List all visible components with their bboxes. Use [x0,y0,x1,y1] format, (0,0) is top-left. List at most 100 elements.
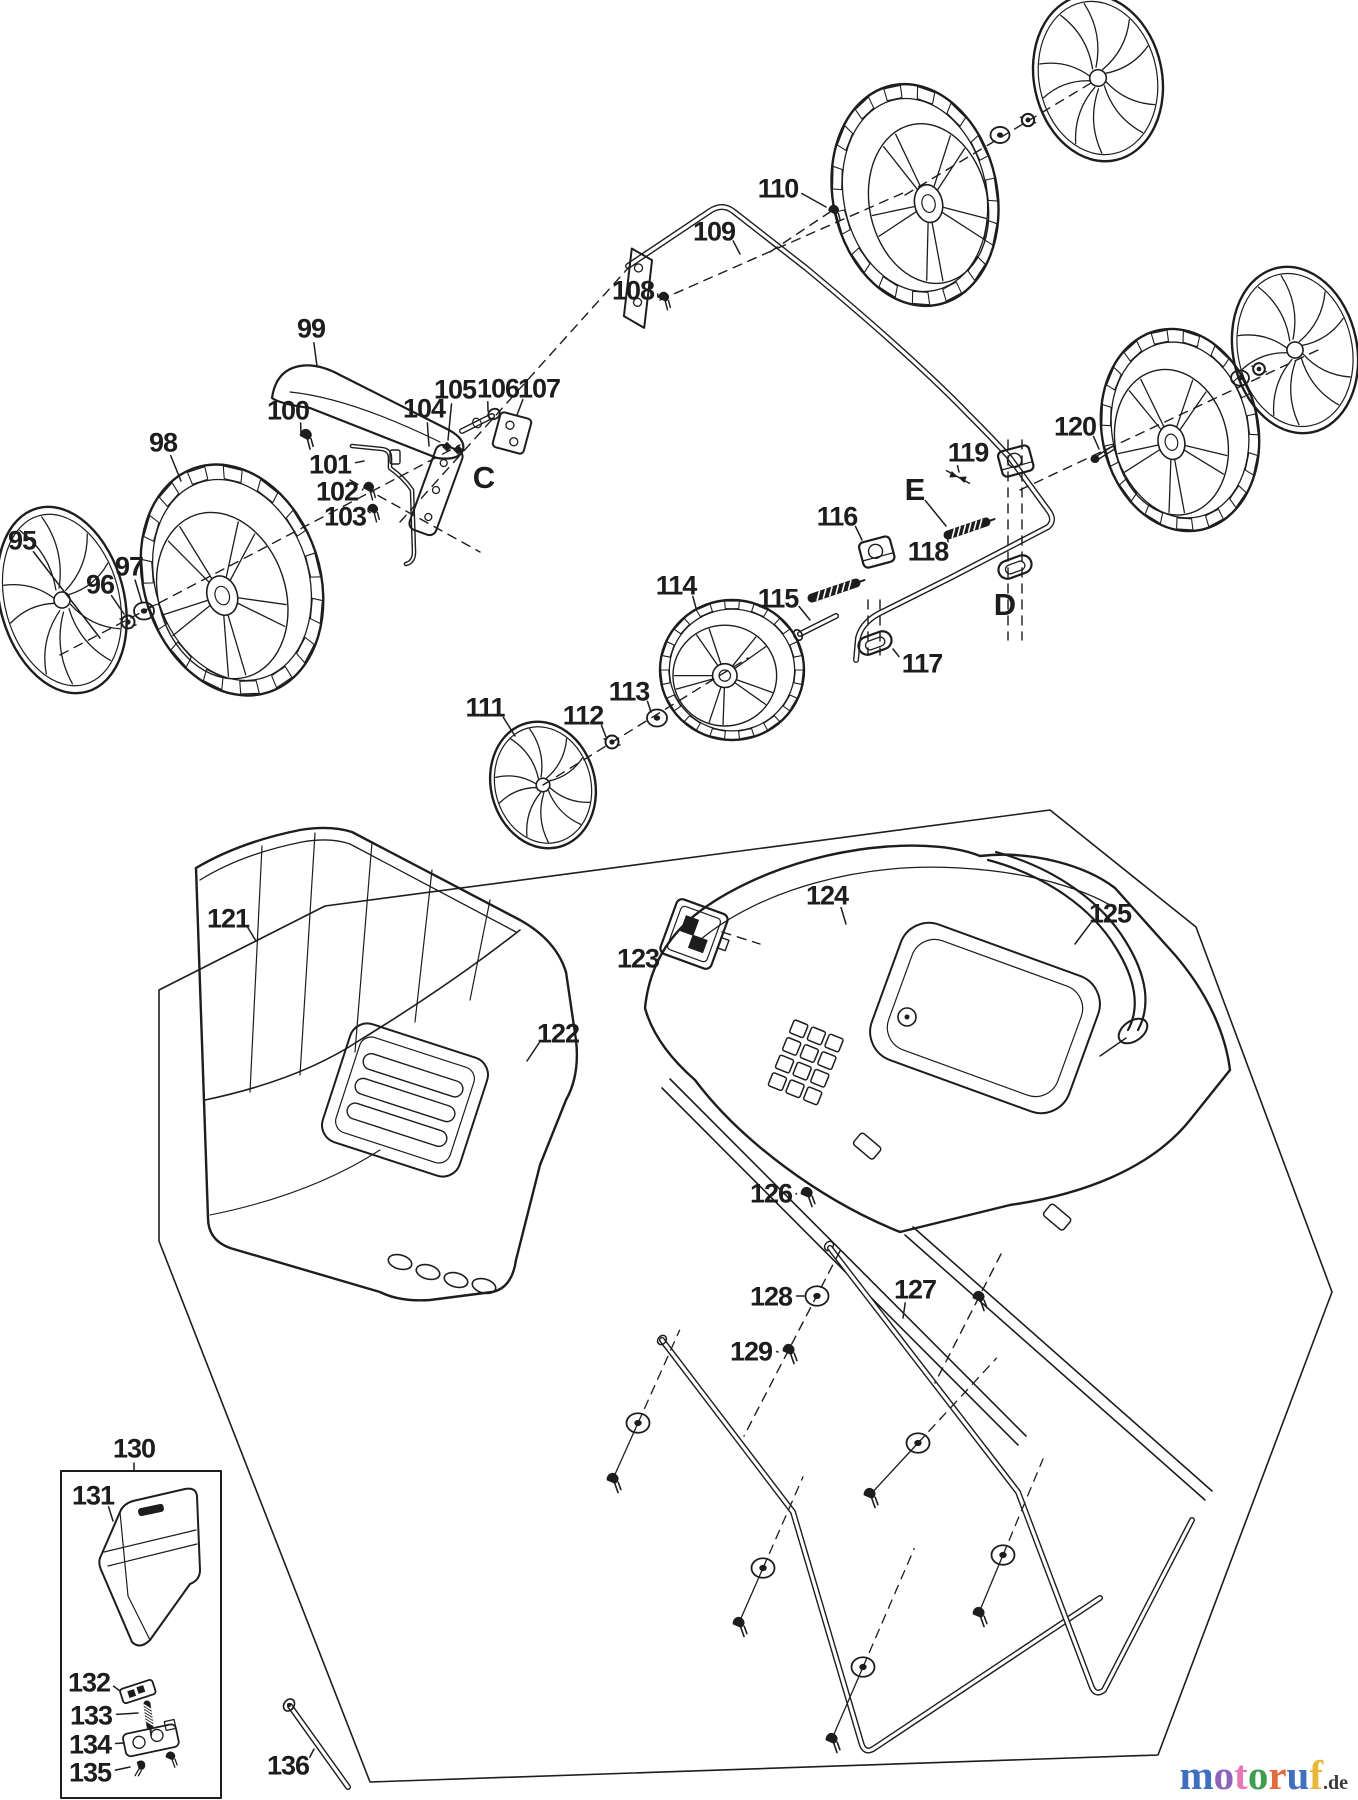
part-label-118: 118 [908,537,950,567]
part-label-134: 134 [69,1730,112,1760]
nut-hardware [1251,362,1267,376]
rod-136-drawing [282,1698,351,1790]
screw-hardware [782,1343,798,1365]
screw-hardware [800,1186,816,1208]
spring-hardware [807,578,866,603]
part-label-124: 124 [806,881,849,911]
spring-hardware [143,1700,154,1736]
part-label-108: 108 [612,276,655,306]
screw-hardware [825,1732,841,1754]
part-label-127: 127 [894,1275,936,1305]
logo-letter: f [1309,1752,1323,1798]
grass-bag-drawing [194,826,579,1302]
logo-letter: t [1234,1752,1248,1798]
part-label-95: 95 [8,526,37,556]
part-label-128: 128 [750,1282,793,1312]
motoruf-logo[interactable]: motoruf.de [1180,1755,1348,1796]
pin-119-hardware [945,469,971,485]
part-label-100: 100 [267,396,309,426]
part-label-110: 110 [758,174,799,204]
mulch-plug-131-drawing [98,1487,201,1647]
reference-letter-E: E [905,472,926,507]
screw-hardware [658,291,672,311]
part-label-109: 109 [693,217,736,247]
part-label-101: 101 [309,450,352,480]
part-label-135: 135 [69,1758,112,1788]
part-label-122: 122 [537,1019,579,1049]
deck-keypad-drawing [767,1019,844,1106]
part-label-129: 129 [730,1337,773,1367]
wheel-top-drawing [830,82,1000,308]
label-plate-drawing [659,898,730,970]
hubcap-111-drawing [488,720,598,850]
bag-window-drawing [321,1022,489,1178]
washer-hardware [989,126,1011,144]
accessory-box-drawing [60,1470,222,1799]
wheel-114-drawing [658,598,806,742]
part-label-105: 105 [434,375,477,405]
part-label-132: 132 [68,1668,110,1698]
cable-clip-hardware [857,630,893,656]
logo-letter: o [1213,1752,1235,1798]
clamp-block-hardware [857,535,896,569]
part-label-113: 113 [609,677,651,707]
wheel-right-drawing [1099,327,1261,533]
motoruf-logo-word: motoruf [1180,1752,1323,1798]
part-label-130: 130 [113,1434,155,1464]
part-label-103: 103 [324,502,367,532]
part-label-121: 121 [207,904,250,934]
part-label-114: 114 [656,571,698,601]
part-label-102: 102 [316,477,358,507]
part-label-133: 133 [70,1701,113,1731]
part-label-115: 115 [758,584,800,614]
deck-recess-drawing [869,921,1101,1115]
part-label-123: 123 [617,944,660,974]
screw-hardware [972,1290,988,1312]
wheel-98-drawing [139,463,325,697]
cover-99-drawing [270,364,465,465]
part-label-99: 99 [297,314,326,344]
hubcap-95-drawing [0,505,128,695]
washer-hardware [646,708,668,728]
logo-letter: r [1268,1752,1287,1798]
screw-hardware [165,1751,178,1768]
logo-letter: o [1247,1752,1269,1798]
part-label-107: 107 [518,374,560,404]
assembly-axis-lines [59,79,1319,1742]
screw-hardware [134,1760,146,1777]
part-label-120: 120 [1054,412,1096,442]
screw-hardware [863,1487,879,1509]
screw-hardware [299,428,314,450]
reference-letter-D: D [994,587,1016,622]
part-label-104: 104 [403,394,446,424]
part-label-117: 117 [902,649,943,679]
mini-nut-105 [442,441,452,452]
mower-deck-drawing [643,844,1232,1501]
rim-disc-right-drawing [1230,265,1358,435]
part-label-116: 116 [817,502,859,532]
part-label-112: 112 [563,701,604,731]
screw-hardware [606,1472,622,1494]
part-label-125: 125 [1089,899,1132,929]
part-label-111: 111 [465,693,505,723]
nut-hardware [1019,112,1037,128]
assembly-boundary-outline [158,809,1333,1783]
part-label-136: 136 [267,1751,310,1781]
part-label-131: 131 [72,1481,115,1511]
latch-132-drawing [119,1679,157,1705]
washer-hardware [1230,369,1250,387]
part-label-119: 119 [948,438,990,468]
rim-disc-top-drawing [1031,0,1165,163]
motoruf-logo-suffix: .de [1323,1772,1348,1794]
part-label-98: 98 [149,428,178,458]
spring-hardware [943,517,996,540]
logo-letter: m [1179,1752,1214,1798]
logo-letter: u [1286,1752,1310,1798]
cable-clip-hardware [997,554,1033,580]
bracket-108-drawing [622,247,654,329]
part-label-126: 126 [750,1179,793,1209]
